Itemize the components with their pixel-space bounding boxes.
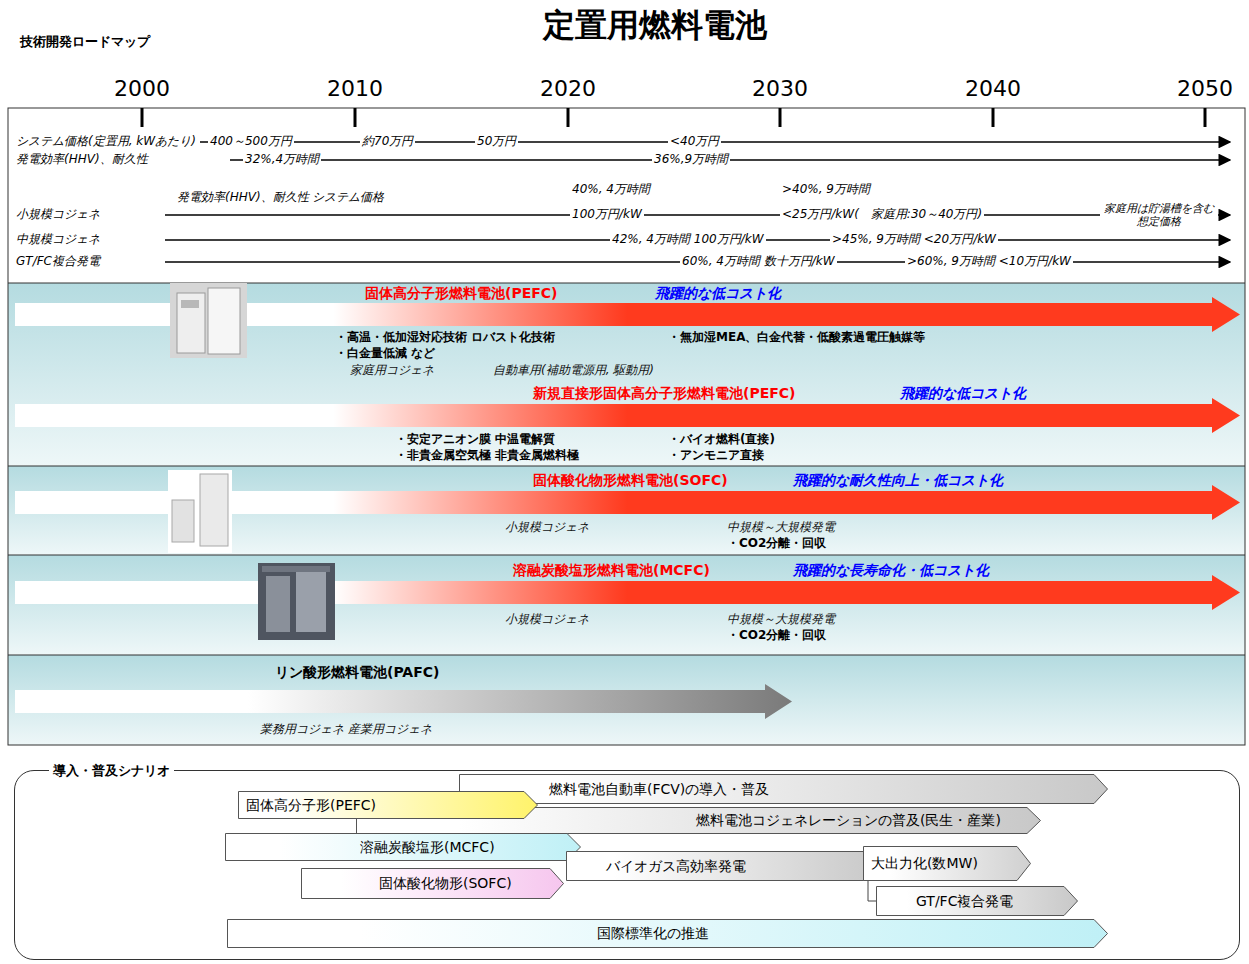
arrow-outline bbox=[239, 792, 538, 819]
metric-label: 40%, 4万時間 bbox=[570, 182, 652, 197]
metric-label: >60%, 9万時間 <10万円/kW bbox=[905, 254, 1073, 269]
arrow-outline bbox=[357, 808, 1041, 834]
tech-item: ・非貴金属空気極 非貴金属燃料極 bbox=[395, 448, 579, 463]
tech-item: ・CO2分離・回収 bbox=[727, 628, 826, 643]
scenario-text: 溶融炭酸塩形(MCFC) bbox=[360, 833, 495, 861]
scenario-text: 燃料電池コジェネレーションの普及(民生・産業) bbox=[696, 807, 1001, 834]
goal-text: 飛躍的な低コスト化 bbox=[900, 385, 1026, 402]
scenario-text: 燃料電池自動車(FCV)の導入・普及 bbox=[549, 774, 769, 804]
scenario-arrow: 固体高分子形(PEFC) bbox=[238, 791, 538, 819]
metric-label: 小規模コジェネ bbox=[14, 207, 102, 222]
scenario-arrow: 燃料電池自動車(FCV)の導入・普及 bbox=[459, 774, 1108, 804]
application-text: 中規模～大規模発電 bbox=[727, 520, 835, 535]
metric-label: >45%, 9万時間 <20万円/kW bbox=[830, 232, 998, 247]
year-label: 2030 bbox=[752, 76, 808, 102]
cell-type-title: 固体高分子形燃料電池(PEFC) bbox=[365, 285, 557, 302]
year-label: 2050 bbox=[1177, 76, 1233, 102]
scenario-frame: 導入・普及シナリオ燃料電池自動車(FCV)の導入・普及固体高分子形(PEFC)燃… bbox=[14, 770, 1240, 960]
metric-label: 家庭用は貯湯槽を含む想定価格 bbox=[1100, 202, 1218, 228]
metric-label: 400～500万円 bbox=[208, 134, 294, 149]
scenario-arrow: 固体酸化物形(SOFC) bbox=[301, 868, 564, 899]
application-text: 小規模コジェネ bbox=[505, 520, 589, 535]
scenario-text: 固体高分子形(PEFC) bbox=[246, 791, 376, 819]
scenario-arrow: GT/FC複合発電 bbox=[876, 886, 1078, 916]
arrow-outline bbox=[302, 869, 564, 899]
metric-label: 32%,4万時間 bbox=[243, 152, 321, 167]
arrow-outline bbox=[864, 847, 1031, 881]
goal-text: 飛躍的な長寿命化・低コスト化 bbox=[793, 562, 989, 579]
scenario-arrow: 国際標準化の推進 bbox=[227, 919, 1108, 948]
scenario-text: 大出力化(数MW) bbox=[871, 846, 978, 881]
arrow-outline bbox=[460, 775, 1108, 804]
metric-label: <40万円 bbox=[668, 134, 721, 149]
roadmap-heading: 技術開発ロードマップ bbox=[20, 34, 150, 50]
metric-label: >40%, 9万時間 bbox=[780, 182, 872, 197]
technology-band: 新規直接形固体高分子形燃料電池(PEFC) 飛躍的な低コスト化・安定アニオン膜 中… bbox=[8, 382, 1245, 466]
cell-type-title: リン酸形燃料電池(PAFC) bbox=[275, 664, 439, 681]
metric-label: 発電効率(HHV)、耐久性 bbox=[14, 152, 150, 167]
year-label: 2040 bbox=[965, 76, 1021, 102]
application-text: 業務用コジェネ 産業用コジェネ bbox=[260, 722, 432, 737]
metric-label: 42%, 4万時間 100万円/kW bbox=[610, 232, 766, 247]
cell-type-title: 新規直接形固体高分子形燃料電池(PEFC) bbox=[533, 385, 795, 402]
metric-label: <25万円/kW( 家庭用:30～40万円) bbox=[780, 207, 984, 222]
application-text: 中規模～大規模発電 bbox=[727, 612, 835, 627]
technology-band: 固体高分子形燃料電池(PEFC) 飛躍的な低コスト化・高温・低加湿対応技術 ロバス… bbox=[8, 283, 1245, 382]
year-label: 2010 bbox=[327, 76, 383, 102]
goal-text: 飛躍的な耐久性向上・低コスト化 bbox=[793, 472, 1003, 489]
scenario-text: 固体酸化物形(SOFC) bbox=[379, 868, 512, 899]
tech-item: ・白金量低減 など bbox=[335, 346, 435, 361]
technology-band: リン酸形燃料電池(PAFC) 業務用コジェネ 産業用コジェネ bbox=[8, 655, 1245, 745]
arrow-outline bbox=[567, 852, 881, 881]
metric-label: 100万円/kW bbox=[570, 207, 644, 222]
application-text: 自動車用(補助電源用, 駆動用) bbox=[493, 363, 654, 378]
scenario-arrow: バイオガス高効率発電 bbox=[566, 851, 881, 881]
cell-type-title: 溶融炭酸塩形燃料電池(MCFC) bbox=[513, 562, 710, 579]
technology-band: 固体酸化物形燃料電池(SOFC) 飛躍的な耐久性向上・低コスト化小規模コジェネ 中規… bbox=[8, 466, 1245, 555]
metric-label: 約70万円 bbox=[360, 134, 415, 149]
metric-label: GT/FC複合発電 bbox=[14, 254, 102, 269]
scenario-arrow: 大出力化(数MW) bbox=[863, 846, 1031, 881]
arrow-outline bbox=[877, 887, 1078, 916]
scenario-arrow: 溶融炭酸塩形(MCFC) bbox=[225, 833, 581, 861]
arrow-outline bbox=[226, 834, 581, 861]
technology-band: 溶融炭酸塩形燃料電池(MCFC) 飛躍的な長寿命化・低コスト化小規模コジェネ 中規模… bbox=[8, 555, 1245, 655]
tech-item: ・CO2分離・回収 bbox=[727, 536, 826, 551]
application-text: 家庭用コジェネ bbox=[350, 363, 434, 378]
tech-item: ・アンモニア直接 bbox=[668, 448, 764, 463]
metric-label: 60%, 4万時間 数十万円/kW bbox=[680, 254, 837, 269]
metric-label: 中規模コジェネ bbox=[14, 232, 102, 247]
goal-text: 飛躍的な低コスト化 bbox=[655, 285, 781, 302]
metric-label: 発電効率(HHV)、耐久性 システム価格 bbox=[175, 190, 386, 205]
tech-item: ・高温・低加湿対応技術 ロバスト化技術 bbox=[335, 330, 555, 345]
scenario-heading: 導入・普及シナリオ bbox=[49, 763, 174, 779]
tech-item: ・バイオ燃料(直接) bbox=[668, 432, 775, 447]
cell-type-title: 固体酸化物形燃料電池(SOFC) bbox=[533, 472, 728, 489]
diagram-title: 定置用燃料電池 bbox=[543, 6, 767, 44]
arrow-outline bbox=[228, 920, 1108, 948]
bracket-connector bbox=[868, 881, 876, 901]
scenario-text: GT/FC複合発電 bbox=[916, 886, 1013, 916]
tech-item: ・無加湿MEA、白金代替・低酸素過電圧触媒等 bbox=[668, 330, 925, 345]
tech-item: ・安定アニオン膜 中温電解質 bbox=[395, 432, 555, 447]
metric-label: 36%,9万時間 bbox=[652, 152, 730, 167]
scenario-text: 国際標準化の推進 bbox=[597, 919, 709, 948]
year-label: 2020 bbox=[540, 76, 596, 102]
metric-label: 50万円 bbox=[475, 134, 518, 149]
year-label: 2000 bbox=[114, 76, 170, 102]
scenario-text: バイオガス高効率発電 bbox=[606, 851, 746, 881]
metric-label: システム価格(定置用, kWあたり) bbox=[14, 134, 198, 149]
application-text: 小規模コジェネ bbox=[505, 612, 589, 627]
